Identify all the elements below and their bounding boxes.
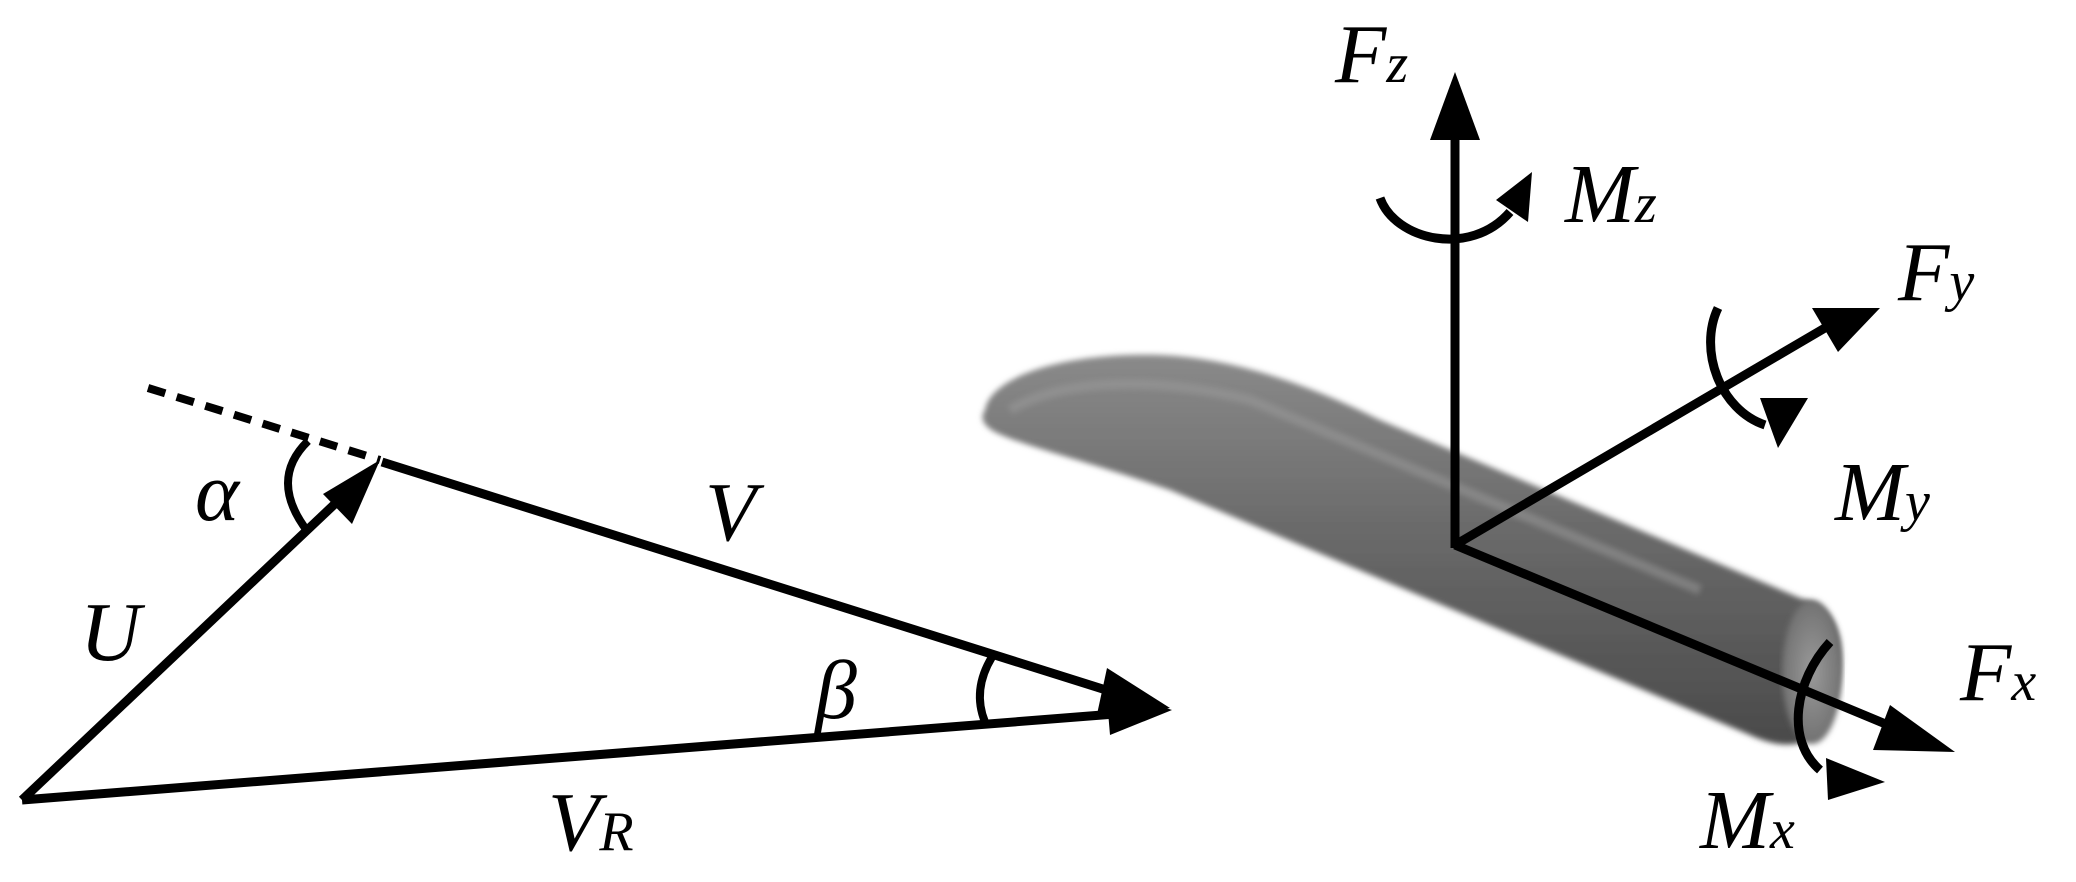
alpha-label: α: [195, 446, 241, 539]
vr-label: VR: [548, 776, 634, 869]
fx-axis-line: [1453, 540, 1902, 735]
fx-label: Fx: [1959, 626, 2036, 719]
my-moment-arrowhead: [1760, 398, 1808, 448]
fz-label-sub: z: [1385, 33, 1408, 95]
beta-angle-arc: [975, 654, 996, 724]
mx-moment-arc: [1793, 638, 1834, 774]
mz-label-main: M: [1564, 148, 1639, 241]
my-label-main: M: [1834, 446, 1909, 539]
dashed-extension-line: [146, 384, 382, 464]
u-vector-arrowhead: [323, 460, 380, 524]
fx-label-main: F: [1959, 626, 2013, 719]
velocity-triangle: α β U V VR: [18, 384, 1172, 869]
my-label-sub: y: [1900, 471, 1930, 533]
u-label: U: [80, 586, 146, 679]
mx-label-sub: x: [1769, 799, 1795, 861]
fz-arrowhead: [1430, 72, 1480, 140]
v-vector-line: [380, 457, 1127, 701]
fz-label: Fz: [1334, 8, 1408, 101]
vr-vector-line: [21, 709, 1116, 805]
mx-label: Mx: [1699, 774, 1795, 867]
fy-label-main: F: [1897, 226, 1951, 319]
mz-moment-arc: [1375, 196, 1514, 244]
vr-label-main: V: [548, 776, 608, 869]
hull-highlight: [1007, 378, 1702, 595]
fy-arrowhead: [1812, 308, 1880, 352]
fy-axis-line: [1452, 321, 1833, 549]
hull-shape: [982, 354, 1842, 745]
vr-label-sub: R: [598, 801, 633, 863]
my-moment-arc: [1706, 306, 1767, 430]
vr-vector-arrowhead: [1106, 688, 1172, 735]
mx-label-main: M: [1699, 774, 1774, 867]
alpha-angle-arc: [284, 438, 312, 535]
fy-label: Fy: [1897, 226, 1974, 319]
mz-label: Mz: [1564, 148, 1657, 241]
mx-moment-arrowhead: [1826, 758, 1885, 800]
mz-label-sub: z: [1634, 173, 1657, 235]
force-axes: Fz Mz Fy My Fx Mx: [1334, 8, 2036, 867]
fy-label-sub: y: [1944, 251, 1974, 313]
beta-label: β: [813, 644, 857, 737]
mz-moment-arrowhead: [1496, 172, 1532, 222]
u-vector-line: [18, 478, 362, 804]
v-label: V: [705, 466, 765, 559]
my-label: My: [1834, 446, 1930, 539]
fz-label-main: F: [1334, 8, 1388, 101]
fx-label-sub: x: [2010, 651, 2036, 713]
fx-arrowhead: [1873, 705, 1955, 752]
